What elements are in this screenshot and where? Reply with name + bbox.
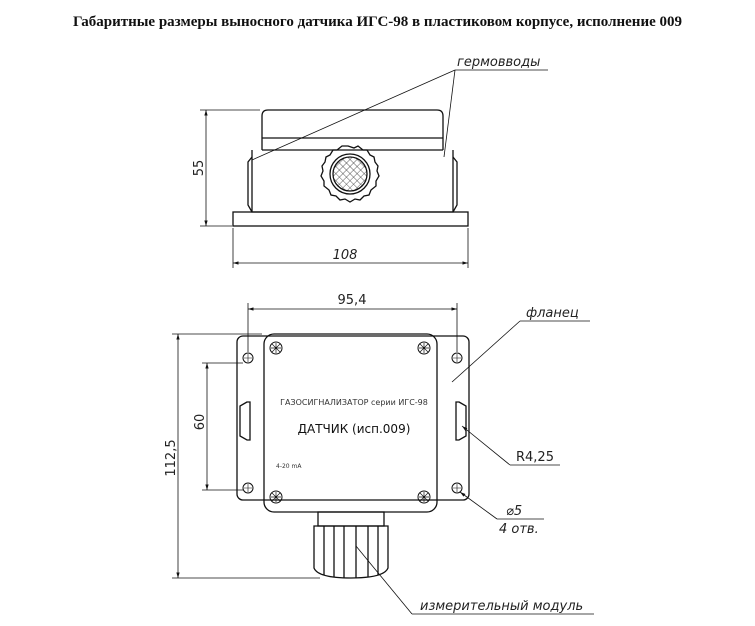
screw-bottom-left	[269, 490, 283, 504]
mount-hole-tr	[451, 352, 463, 364]
flanets-leader	[451, 320, 590, 383]
right-side-gland	[455, 401, 467, 441]
screws	[269, 341, 431, 504]
housing-lid	[261, 109, 444, 150]
panel-line-1: ГАЗОСИГНАЛИЗАТОР серии ИГС-98	[280, 398, 428, 407]
left-side-gland	[239, 401, 251, 441]
dimension-55	[200, 109, 260, 227]
base-flange	[232, 211, 469, 227]
dimension-55-label: 55	[192, 160, 207, 177]
mount-hole-bl	[242, 482, 254, 494]
flanets-label: фланец	[526, 306, 579, 321]
dimension-95-4	[247, 303, 458, 352]
hole-dia-label: ⌀5	[506, 504, 522, 519]
screw-top-left	[269, 341, 283, 355]
dimension-60-label: 60	[193, 414, 208, 431]
dimension-60	[202, 362, 243, 491]
dimension-112-5	[172, 333, 320, 579]
panel-line-3: 4-20 mA	[276, 463, 302, 470]
dimension-108-label: 108	[333, 248, 358, 263]
right-gland	[452, 156, 458, 213]
dimension-112-5-label: 112,5	[164, 439, 179, 476]
sensor-cap	[320, 145, 380, 203]
screw-bottom-right	[417, 490, 431, 504]
dimension-108	[232, 228, 469, 268]
module-leader	[355, 545, 594, 615]
hole-count-label: 4 отв.	[499, 522, 539, 537]
mount-hole-tl	[242, 352, 254, 364]
radius-leader	[461, 425, 560, 466]
mount-hole-br	[451, 482, 463, 494]
module-label: измерительный модуль	[420, 599, 583, 614]
germovvody-leader	[251, 69, 548, 161]
flange-outline	[236, 335, 470, 501]
page-title: Габаритные размеры выносного датчика ИГС…	[73, 14, 682, 30]
front-view	[232, 109, 469, 227]
left-gland	[247, 156, 253, 213]
mounting-holes	[242, 352, 463, 494]
germovvody-label: гермовводы	[457, 55, 540, 70]
module-nut	[317, 511, 385, 527]
hole-leader	[459, 491, 544, 520]
radius-label: R4,25	[516, 450, 554, 465]
module-body	[313, 525, 389, 579]
screw-top-right	[417, 341, 431, 355]
plan-view	[236, 333, 470, 579]
panel-line-2: ДАТЧИК (исп.009)	[298, 422, 411, 436]
dimension-95-4-label: 95,4	[338, 293, 367, 308]
